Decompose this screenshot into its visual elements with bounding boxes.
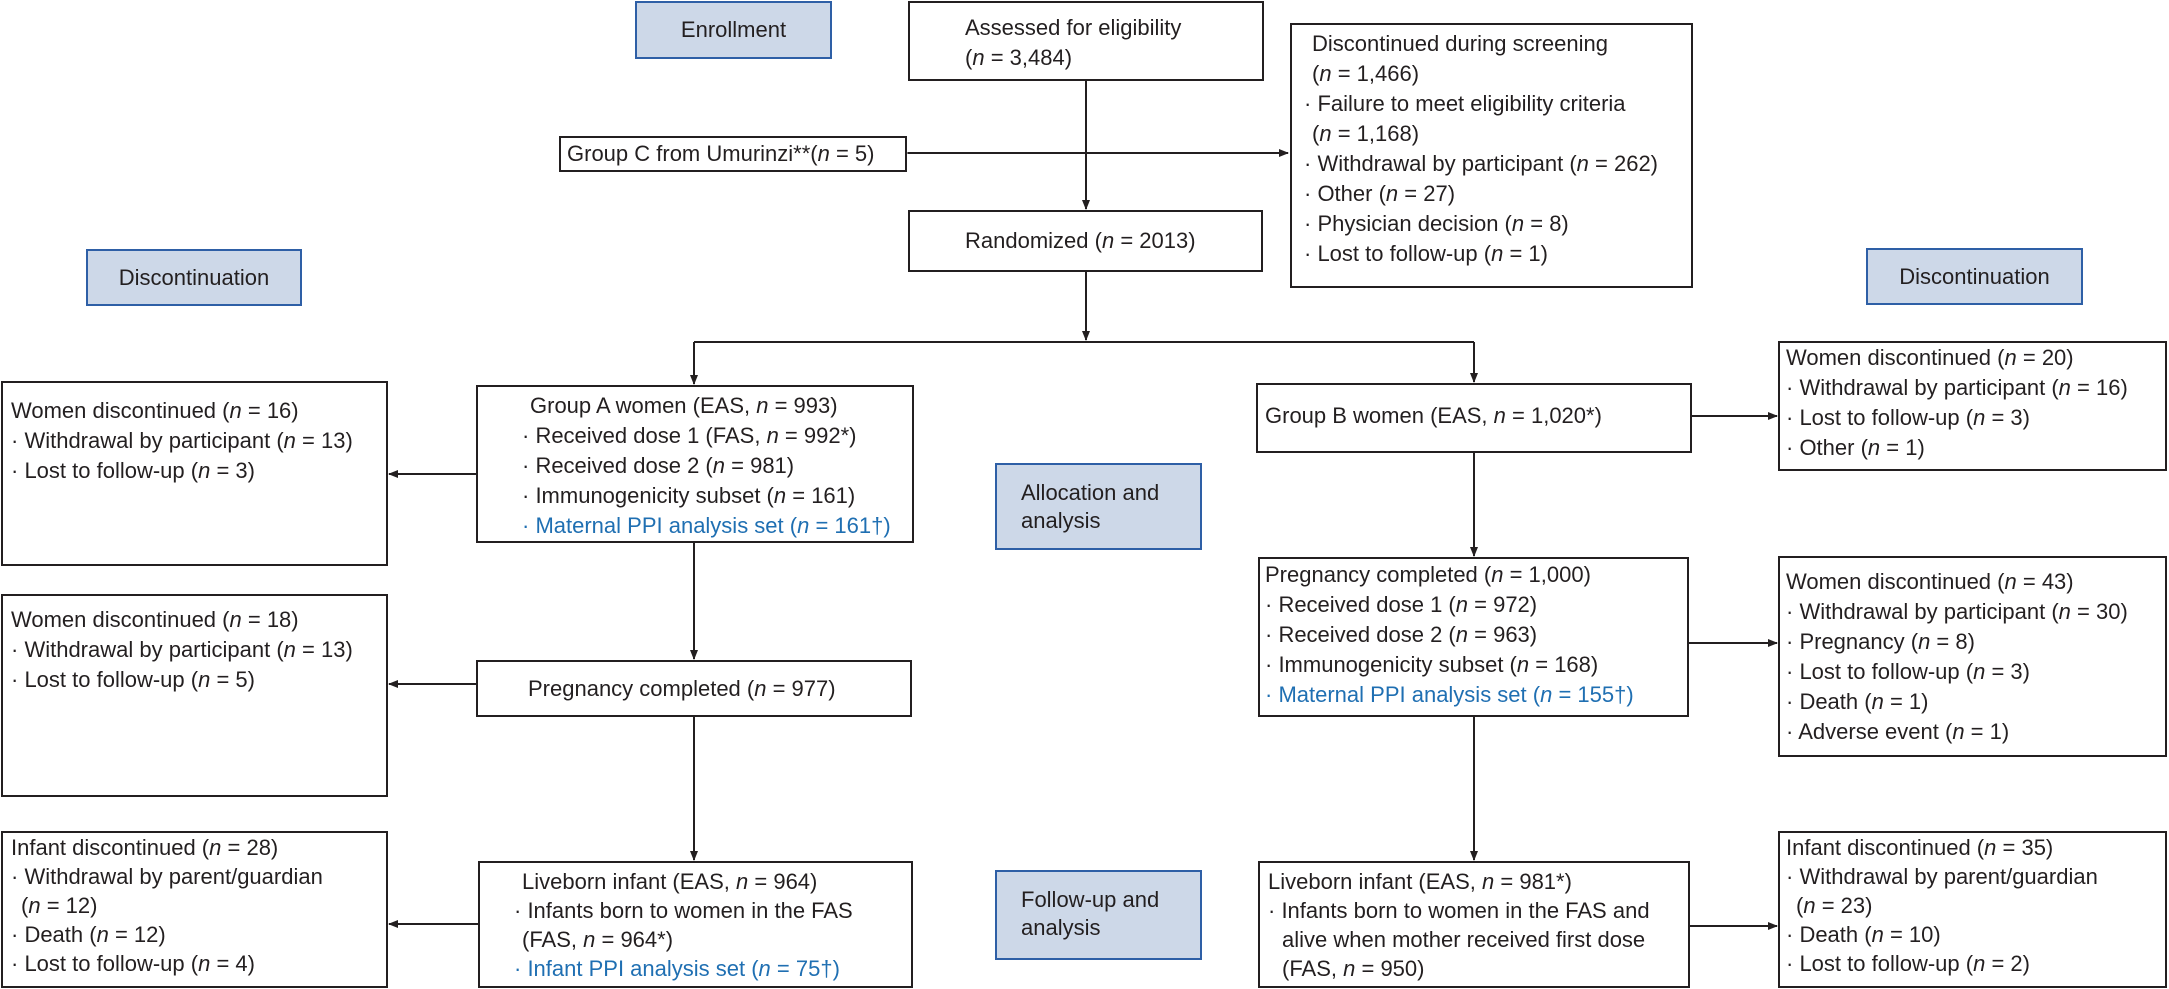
box-assessed-eligibility: Assessed for eligibility (n = 3,484) <box>908 1 1264 81</box>
box-infant-discontinued-a: Infant discontinued (n = 28) · Withdrawa… <box>1 831 388 988</box>
box-group-c: Group C from Umurinzi**(n = 5) <box>559 136 907 172</box>
box-women-discontinued-a2: Women discontinued (n = 18) · Withdrawal… <box>1 594 388 797</box>
box-infant-discontinued-b: Infant discontinued (n = 35) · Withdrawa… <box>1778 831 2167 988</box>
box-women-discontinued-b2: Women discontinued (n = 43) · Withdrawal… <box>1778 556 2167 757</box>
phase-followup-analysis: Follow-up and analysis <box>995 870 1202 960</box>
box-randomized: Randomized (n = 2013) <box>908 210 1263 272</box>
box-pregnancy-a: Pregnancy completed (n = 977) <box>476 660 912 717</box>
phase-enrollment: Enrollment <box>635 1 832 59</box>
box-women-discontinued-a1: Women discontinued (n = 16) · Withdrawal… <box>1 381 388 566</box>
box-group-b: Group B women (EAS, n = 1,020*) <box>1256 383 1692 453</box>
box-group-a: Group A women (EAS, n = 993) · Received … <box>476 385 914 543</box>
phase-discontinuation-right: Discontinuation <box>1866 248 2083 305</box>
box-liveborn-infant-a: Liveborn infant (EAS, n = 964) · Infants… <box>478 861 913 988</box>
phase-allocation-analysis: Allocation and analysis <box>995 463 1202 550</box>
box-liveborn-infant-b: Liveborn infant (EAS, n = 981*) · Infant… <box>1258 861 1690 988</box>
box-discontinued-screening: Discontinued during screening (n = 1,466… <box>1290 23 1693 288</box>
box-women-discontinued-b1: Women discontinued (n = 20) · Withdrawal… <box>1778 341 2167 471</box>
box-pregnancy-b: Pregnancy completed (n = 1,000) · Receiv… <box>1258 557 1689 717</box>
phase-discontinuation-left: Discontinuation <box>86 249 302 306</box>
